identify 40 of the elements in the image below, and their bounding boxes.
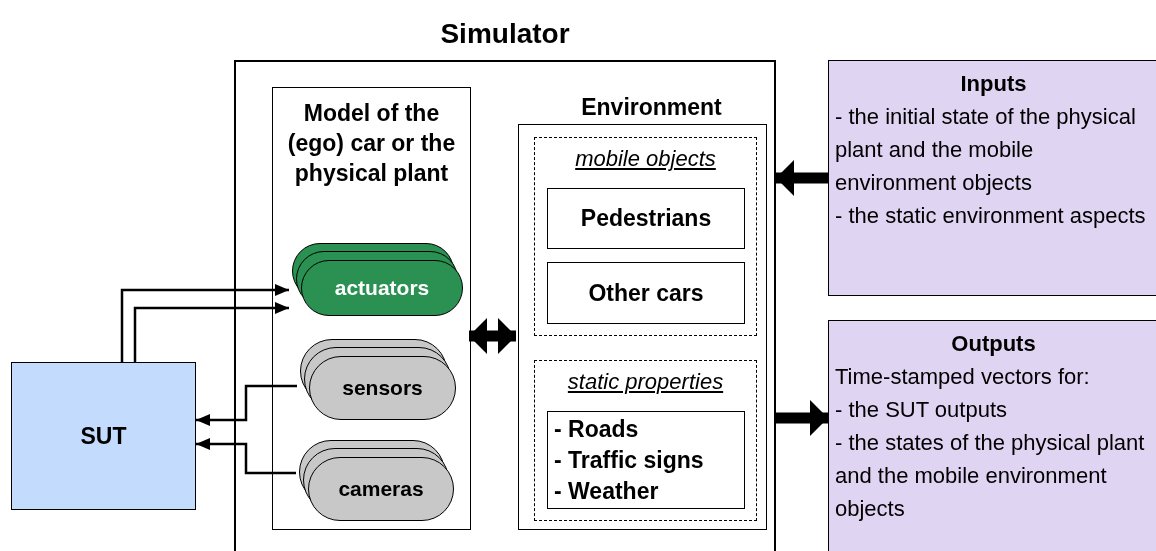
list-item: - Weather bbox=[554, 476, 660, 506]
node-label: SUT bbox=[80, 421, 127, 451]
list-box bbox=[547, 411, 745, 509]
dashed-group-box bbox=[534, 137, 757, 336]
box-text: - the initial state of the physical plant and the mobile environment objects bbox=[835, 103, 1137, 197]
group-heading: mobile objects bbox=[575, 148, 716, 170]
thick-arrow bbox=[776, 400, 828, 436]
node-label: sensors bbox=[342, 375, 423, 402]
list-item: - Traffic signs bbox=[554, 445, 705, 475]
node-label: Other cars bbox=[588, 278, 704, 308]
node-label: Pedestrians bbox=[580, 204, 712, 234]
box-heading: Model of the (ego) car or the physical plant bbox=[286, 99, 457, 188]
arrow bbox=[196, 384, 297, 426]
info-box bbox=[828, 60, 1156, 296]
box-text: - the SUT outputs bbox=[835, 396, 1008, 424]
box-heading: Environment bbox=[581, 96, 722, 119]
node-label: cameras bbox=[338, 476, 424, 503]
stacked-pill bbox=[292, 243, 464, 317]
arrow bbox=[196, 438, 296, 475]
node-label: actuators bbox=[334, 275, 430, 302]
box-heading: Outputs bbox=[951, 330, 1036, 358]
box-text: - the states of the physical plant and the mobile environment objects bbox=[835, 429, 1146, 523]
sut-box bbox=[11, 362, 196, 510]
stacked-pill bbox=[299, 440, 455, 522]
box-text: - the static environment aspects bbox=[835, 202, 1147, 230]
process-box bbox=[547, 262, 745, 324]
model-box bbox=[272, 87, 471, 530]
process-box bbox=[547, 188, 745, 249]
thick-arrow bbox=[469, 318, 516, 354]
box-heading: Inputs bbox=[960, 70, 1027, 98]
thick-arrow bbox=[776, 160, 828, 196]
group-heading: static properties bbox=[567, 371, 724, 393]
dashed-group-box bbox=[534, 360, 757, 521]
box-text: Time-stamped vectors for: bbox=[835, 363, 1091, 391]
stacked-pill bbox=[300, 339, 457, 421]
box-heading: Simulator bbox=[440, 20, 570, 48]
info-box bbox=[828, 320, 1156, 551]
arrow bbox=[120, 284, 289, 362]
list-item: - Roads bbox=[554, 414, 640, 444]
arrow bbox=[133, 302, 289, 362]
